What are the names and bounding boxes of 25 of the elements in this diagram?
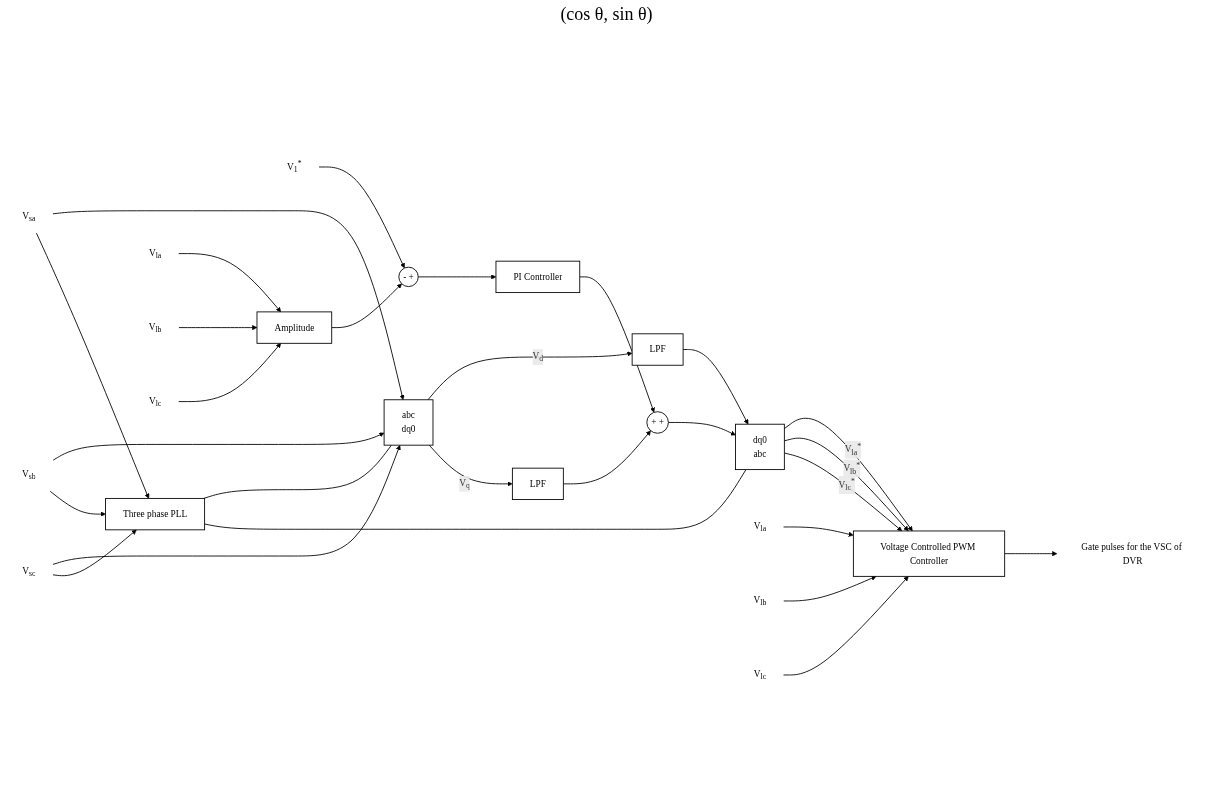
node-text: V$_{sa}$ xyxy=(22,210,36,223)
node-text: V$_{lb}$ xyxy=(148,321,162,334)
node-text: V$_{sb}$ xyxy=(22,468,36,481)
node-box: Voltage Controlled PWM Controller xyxy=(852,530,1006,577)
node-box: Three phase PLL xyxy=(105,497,206,531)
node-text: V$_{lb}$ xyxy=(753,594,767,608)
node-text: V$_{lc}$ xyxy=(753,668,767,682)
node-text: V$_{la}$ xyxy=(148,247,162,260)
connector xyxy=(204,469,747,530)
node-box: LPF xyxy=(511,467,564,500)
node-box: LPF xyxy=(631,333,684,366)
node-text: V$_{sc}$ xyxy=(22,565,36,579)
node-box: abc dq0 xyxy=(383,399,434,446)
node-text: Gate pulses for the VSC of DVR xyxy=(1081,541,1182,566)
node-box: PI Controller xyxy=(495,260,581,294)
node-text: V$_{lc}$ xyxy=(148,395,162,408)
connector xyxy=(203,444,392,499)
node-circle: - + xyxy=(398,266,419,287)
edge-label: V$_{d}$ xyxy=(532,350,544,364)
node-circle: + + xyxy=(646,411,669,434)
signal-label: (cos θ, sin θ) xyxy=(560,4,653,25)
node-text: V$_{la}$ xyxy=(753,520,767,534)
node-box: Amplitude xyxy=(256,311,333,344)
node-box: dq0 abc xyxy=(735,423,785,471)
edge-label: V$_{q}$ xyxy=(459,477,470,491)
